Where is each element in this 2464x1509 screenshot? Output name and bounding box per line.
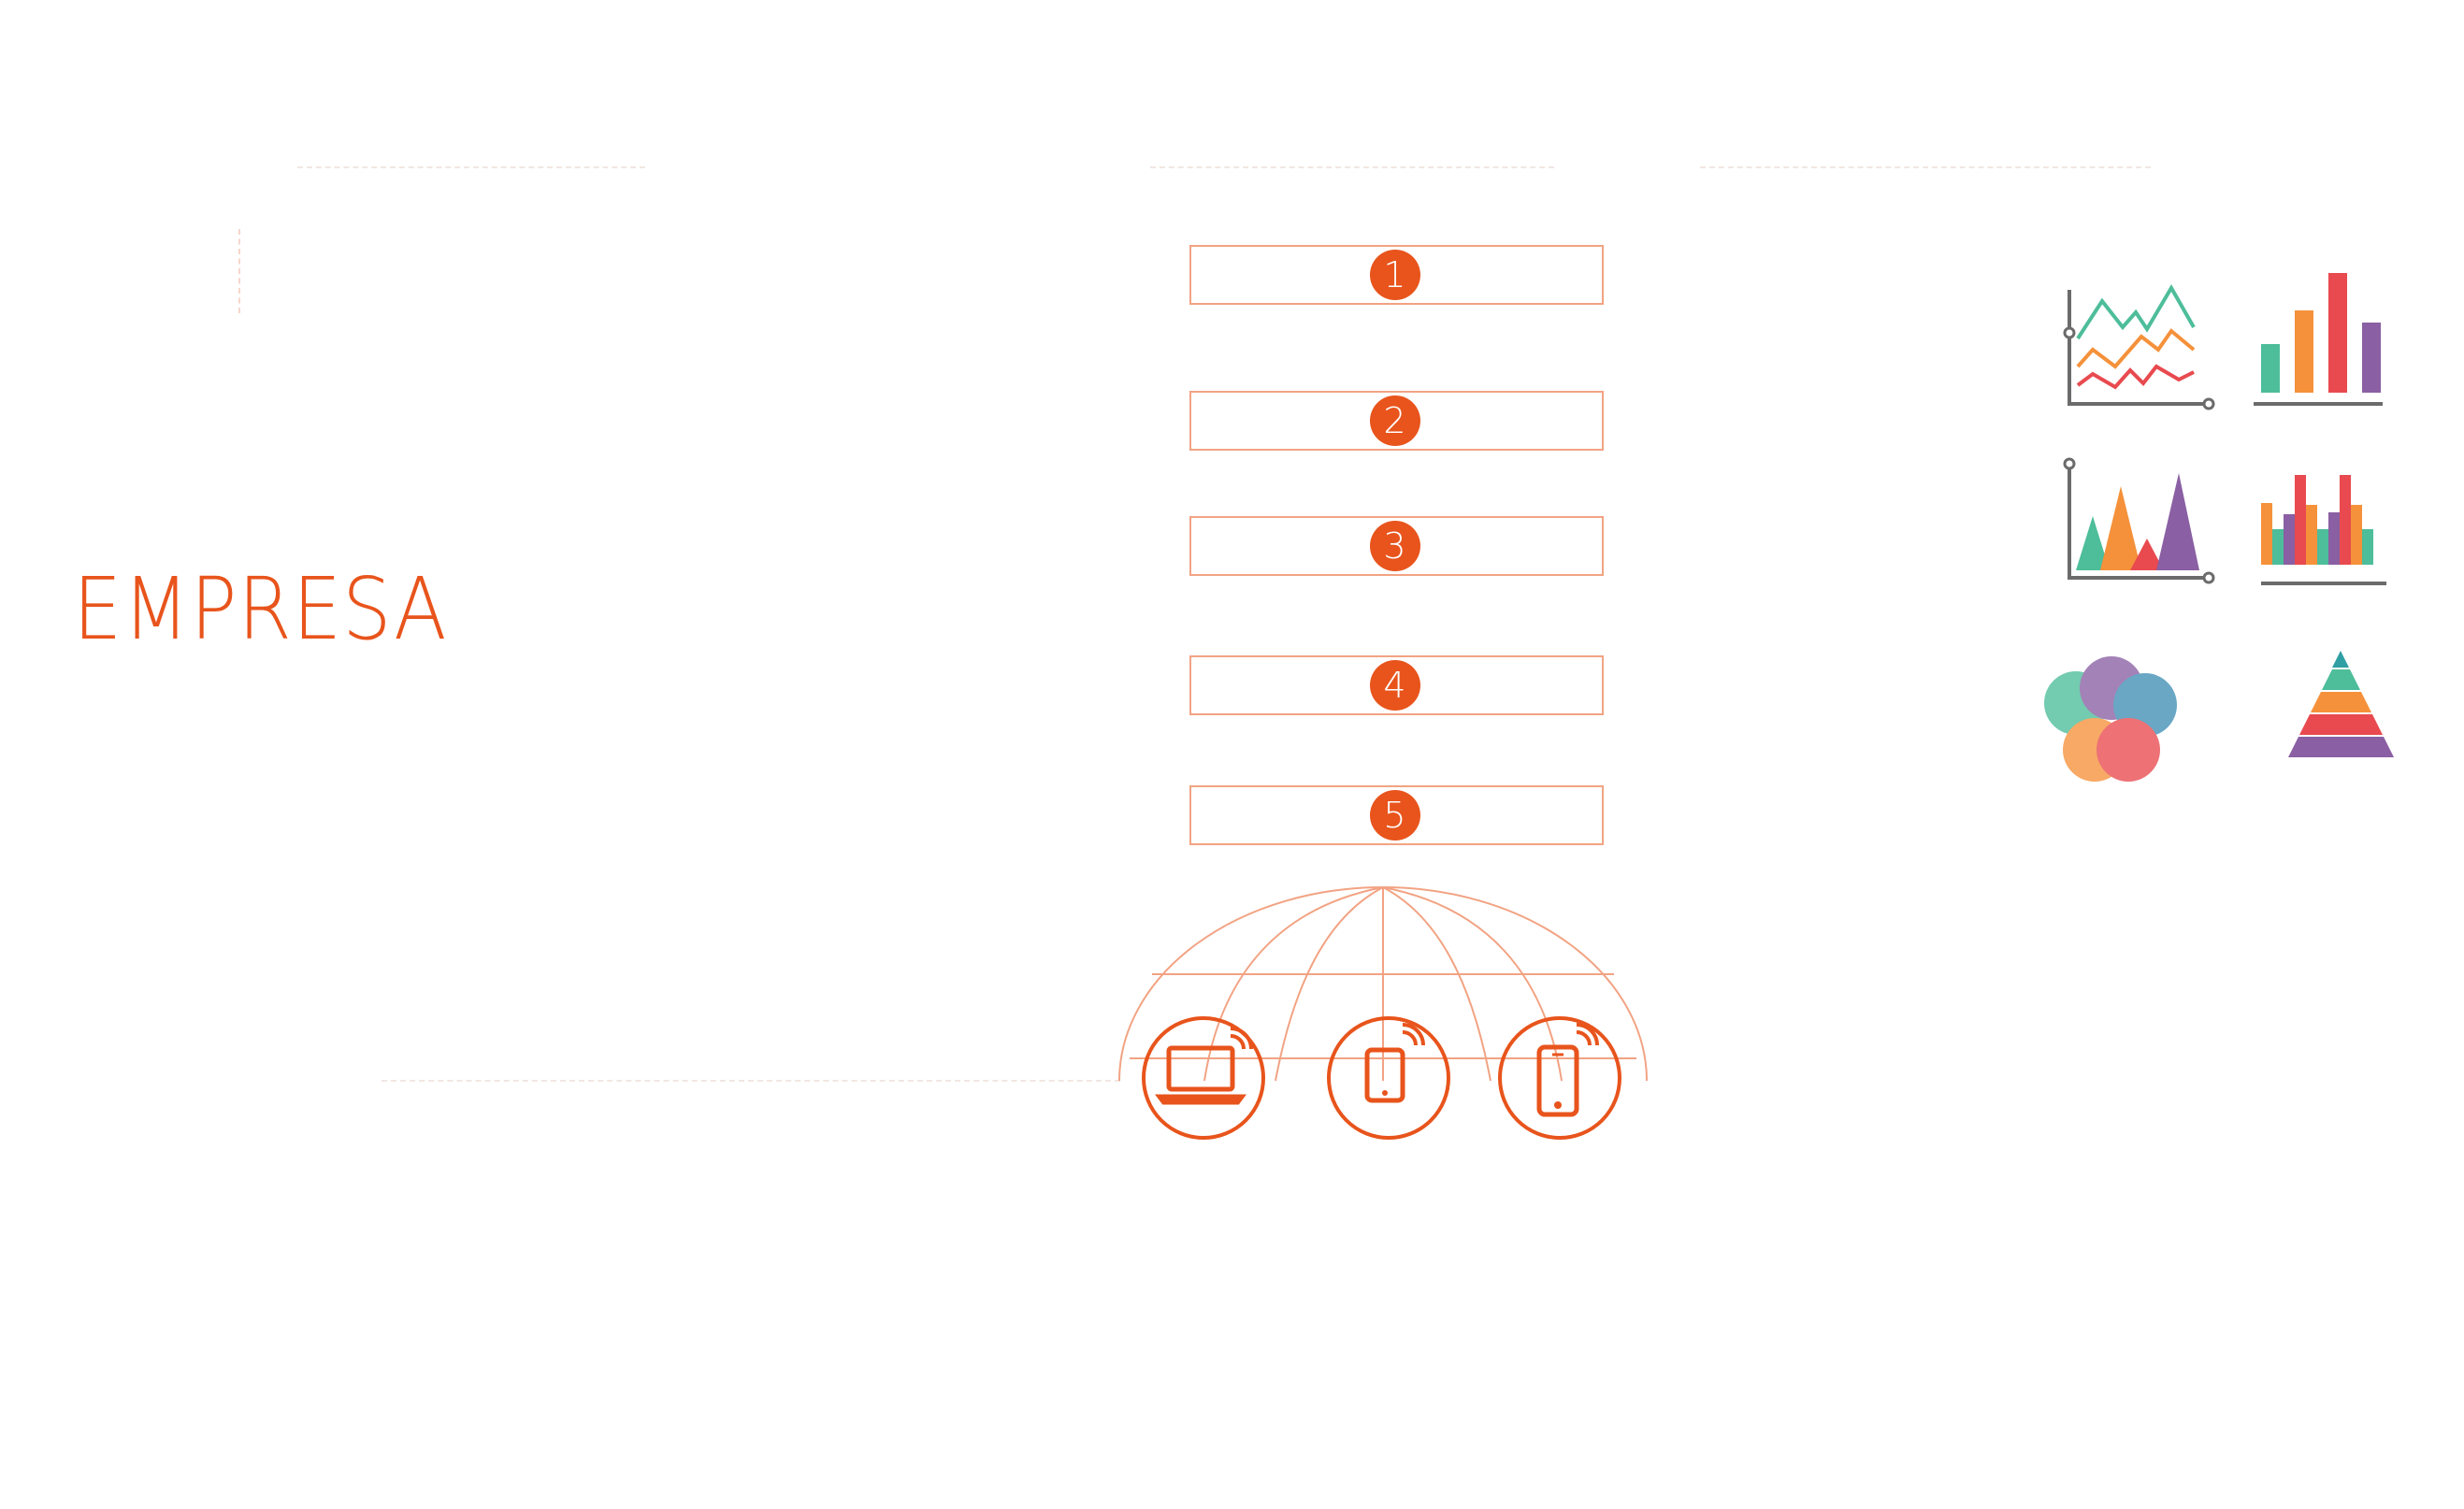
step-number-badge: 1 (1369, 250, 1420, 300)
step-box-4: 4 (1189, 655, 1604, 715)
tablet-icon (1327, 1016, 1450, 1140)
step-number-badge: 5 (1369, 790, 1420, 841)
page-title: EMPRESA (73, 559, 448, 659)
guide-line (1150, 166, 1554, 168)
step-box-5: 5 (1189, 785, 1604, 845)
guide-line (1700, 166, 2151, 168)
pyramid-chart-icon (2288, 651, 2394, 757)
grouped-bar-chart-icon (2261, 475, 2386, 585)
laptop-icon (1142, 1016, 1265, 1140)
guide-line (297, 166, 645, 168)
bar-chart-icon (2254, 273, 2383, 406)
step-number-badge: 4 (1369, 660, 1420, 711)
step-box-1: 1 (1189, 245, 1604, 305)
step-box-2: 2 (1189, 391, 1604, 451)
area-chart-icon (2063, 457, 2215, 584)
globe-icon (1118, 886, 1648, 1082)
guide-line (382, 1080, 1120, 1082)
smartphone-icon (1498, 1016, 1621, 1140)
step-number-badge: 3 (1369, 521, 1420, 571)
guide-line (238, 229, 240, 313)
step-number-badge: 2 (1369, 395, 1420, 446)
venn-diagram-icon (2044, 656, 2177, 782)
line-chart-icon (2063, 284, 2215, 410)
step-box-3: 3 (1189, 516, 1604, 576)
